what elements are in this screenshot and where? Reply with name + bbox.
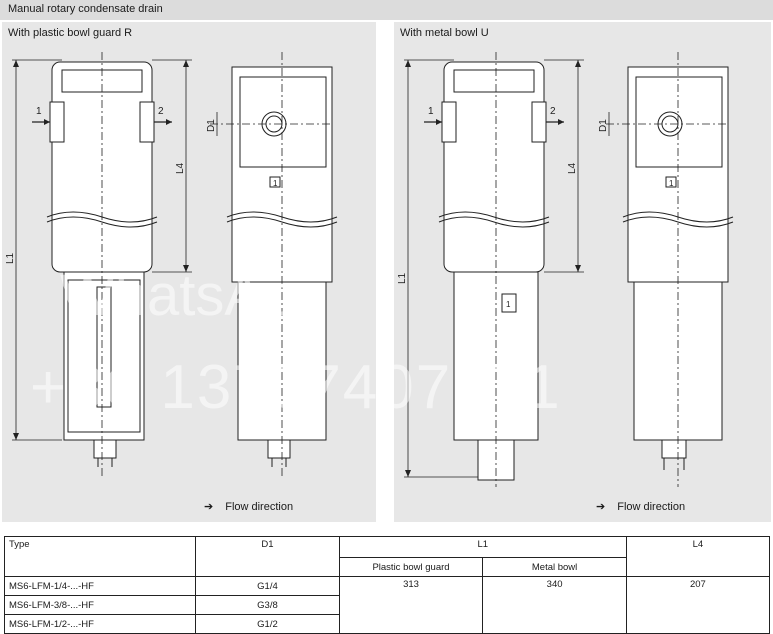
table-row: MS6-LFM-3/8-...-HF G3/8 [3, 595, 770, 615]
arrow-out-icon [558, 119, 564, 125]
label-l1: L1 [397, 272, 408, 284]
filter-body-front [443, 61, 545, 273]
marker-box [665, 176, 677, 188]
header-bar: Manual rotary condensate drain [0, 0, 773, 20]
drawing-metal-bowl: 1 2 L1 L4 D1 1 1 [397, 52, 734, 487]
label-d1: D1 [598, 119, 609, 132]
th-l4: L4 [625, 536, 771, 577]
cell-type: MS6-LFM-3/8-...-HF [3, 595, 197, 615]
th-l1: L1 [338, 536, 627, 558]
label-l4: L4 [567, 162, 578, 174]
th-metal: Metal bowl [482, 557, 627, 577]
label-l1: L1 [5, 252, 16, 264]
header-title: Manual rotary condensate drain [8, 3, 163, 15]
panel-title-metal: With metal bowl U [400, 27, 489, 39]
cell-type: MS6-LFM-1/4-...-HF [3, 576, 197, 596]
label-bowl-marker: 1 [506, 300, 511, 309]
break-line-front [438, 211, 550, 223]
label-marker: 1 [273, 179, 278, 188]
flow-label: Flow direction [617, 501, 686, 513]
bowl-window [96, 286, 112, 408]
label-d1: D1 [206, 119, 217, 132]
bowl-marker [501, 293, 517, 313]
label-l4: L4 [175, 162, 186, 174]
panel-title-plastic: With plastic bowl guard R [8, 27, 133, 39]
th-d1: D1 [195, 536, 340, 577]
arrow-in-icon [44, 119, 50, 125]
port-right [139, 101, 155, 143]
label-port-out: 2 [550, 106, 556, 117]
port-left [441, 101, 457, 143]
arrow-out-icon [166, 119, 172, 125]
port-right [531, 101, 547, 143]
flow-label: Flow direction [225, 501, 294, 513]
label-port-out: 2 [158, 106, 164, 117]
flow-direction-left: ➔ Flow direction [204, 500, 293, 513]
th-type: Type [3, 536, 197, 577]
cell-l4: 207 [625, 576, 771, 634]
th-plastic: Plastic bowl guard [338, 557, 484, 577]
cell-d1: G3/8 [195, 595, 340, 615]
cell-d1: G1/4 [195, 576, 340, 596]
flow-direction-right: ➔ Flow direction [596, 500, 685, 513]
table-row: MS6-LFM-1/2-...-HF G1/2 [3, 614, 770, 634]
arrow-in-icon [436, 119, 442, 125]
drawing-plastic-bowl: 1 2 L1 L4 D1 1 [5, 52, 338, 477]
filter-cap [453, 69, 535, 93]
label-port-in: 1 [36, 106, 42, 117]
marker-box [269, 176, 281, 188]
flow-arrow-icon: ➔ [596, 501, 606, 513]
drain-knob-side [661, 439, 687, 459]
dimensions-table: Type D1 L1 L4 Plastic bowl guard Metal b… [3, 536, 771, 634]
drain-knob-side [267, 439, 291, 459]
cell-type: MS6-LFM-1/2-...-HF [3, 614, 197, 634]
cell-l1-metal: 340 [482, 576, 627, 634]
cell-d1: G1/2 [195, 614, 340, 634]
table-row: MS6-LFM-1/4-...-HF G1/4 313 340 207 [3, 576, 771, 634]
flow-arrow-icon: ➔ [204, 501, 214, 513]
label-marker: 1 [669, 179, 674, 188]
drain-knob-front [93, 439, 117, 459]
label-port-in: 1 [428, 106, 434, 117]
port-left [49, 101, 65, 143]
cell-l1-plastic: 313 [338, 576, 484, 634]
